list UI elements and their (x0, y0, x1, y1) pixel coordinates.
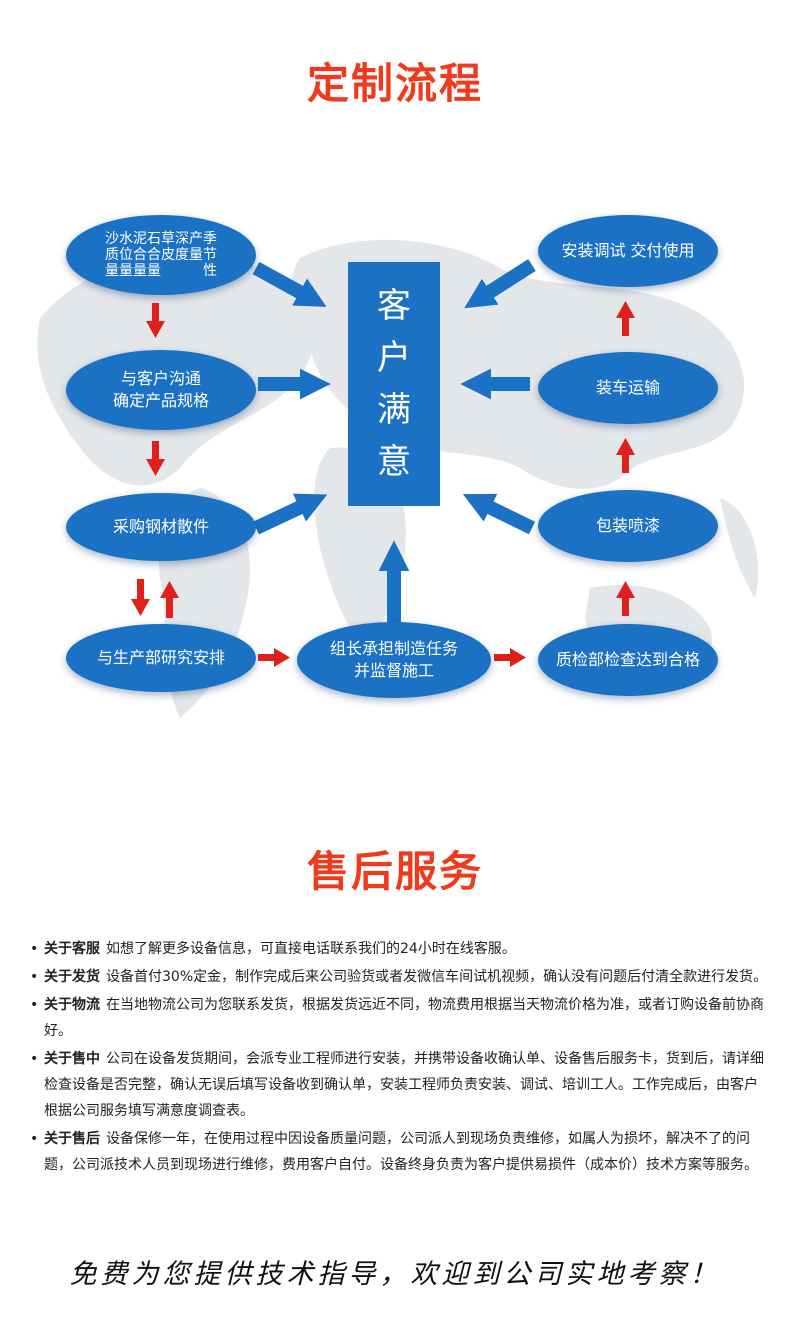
service-item-shipping: 关于发货设备首付30%定金，制作完成后来公司验货或者发微信车间试机视频，确认没有… (30, 964, 770, 990)
node-communicate-customer: 与客户沟通 确定产品规格 (66, 350, 256, 430)
node-material-quality: 沙水泥石草深产季 质位合合皮度量节 量量量量 性 (66, 215, 256, 295)
service-label: 关于售中 (44, 1051, 100, 1067)
process-title: 定制流程 (306, 59, 483, 108)
service-label: 关于物流 (44, 997, 100, 1013)
center-char-3: 满 (377, 390, 411, 430)
footer-slogan: 免费为您提供技术指导，欢迎到公司实地考察！ (69, 1259, 721, 1290)
service-item-after-sale: 关于售后设备保修一年，在使用过程中因设备质量问题，公司派人到现场负责维修，如属人… (30, 1126, 770, 1178)
node-install-delivery: 安装调试 交付使用 (538, 215, 718, 287)
service-item-in-sale: 关于售中公司在设备发货期间，会派专业工程师进行安装，并携带设备收确认单、设备售后… (30, 1046, 770, 1124)
center-char-2: 户 (377, 338, 411, 378)
node-purchase-steel: 采购钢材散件 (66, 493, 256, 561)
after-sales-title: 售后服务 (306, 847, 483, 896)
service-label: 关于售后 (44, 1131, 100, 1147)
service-text: 如想了解更多设备信息，可直接电话联系我们的24小时在线客服。 (106, 941, 516, 957)
service-label: 关于发货 (44, 969, 100, 985)
node-quality-inspection: 质检部检查达到合格 (538, 624, 718, 696)
service-text: 在当地物流公司为您联系发货，根据发货远近不同，物流费用根据当天物流价格为准，或者… (44, 997, 764, 1039)
service-text: 公司在设备发货期间，会派专业工程师进行安装，并携带设备收确认单、设备售后服务卡，… (44, 1051, 764, 1119)
node-manufacture-supervise: 组长承担制造任务 并监督施工 (297, 622, 491, 698)
service-text: 设备保修一年，在使用过程中因设备质量问题，公司派人到现场负责维修，如属人为损坏，… (44, 1131, 758, 1173)
node-production-arrangement: 与生产部研究安排 (66, 624, 256, 692)
node-transport: 装车运输 (538, 352, 718, 424)
node-packaging-painting: 包装喷漆 (538, 490, 718, 562)
service-item-logistics: 关于物流在当地物流公司为您联系发货，根据发货远近不同，物流费用根据当天物流价格为… (30, 992, 770, 1044)
service-text: 设备首付30%定金，制作完成后来公司验货或者发微信车间试机视频，确认没有问题后付… (106, 969, 768, 985)
customer-satisfaction-box: 客 户 满 意 (348, 262, 440, 506)
center-char-1: 客 (377, 286, 411, 326)
center-char-4: 意 (377, 442, 411, 482)
service-label: 关于客服 (44, 941, 100, 957)
